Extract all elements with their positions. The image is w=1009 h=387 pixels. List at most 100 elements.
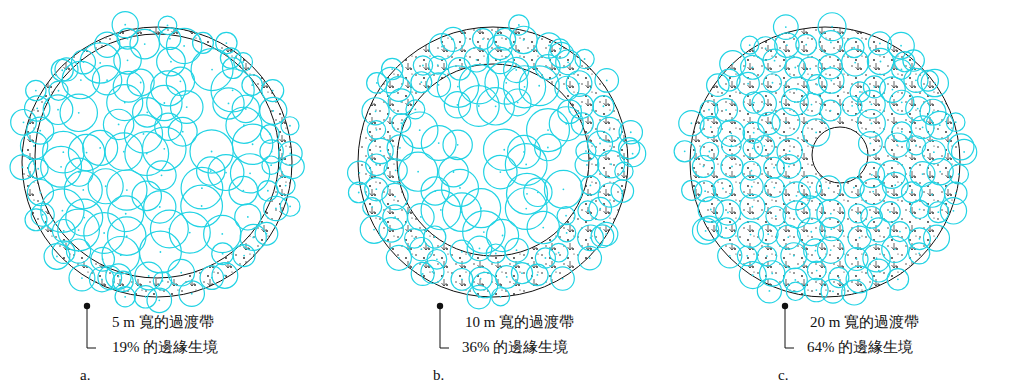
tree-trunk bbox=[830, 80, 832, 82]
tree-crown bbox=[619, 138, 640, 159]
tree-crown bbox=[31, 203, 54, 226]
tree-trunk bbox=[86, 152, 88, 154]
tree-trunk bbox=[832, 290, 834, 292]
tree-crown bbox=[597, 117, 622, 142]
tree-trunk bbox=[516, 249, 518, 251]
tree-trunk bbox=[183, 45, 185, 47]
tree-crown bbox=[692, 155, 714, 177]
tree-trunk bbox=[891, 174, 893, 176]
tree-trunk bbox=[118, 124, 120, 126]
tree-crown bbox=[859, 132, 883, 156]
tree-trunk bbox=[57, 109, 59, 111]
tree-crown bbox=[421, 190, 461, 230]
tree-crown bbox=[399, 152, 438, 191]
tree-crown bbox=[940, 198, 966, 224]
tree-trunk bbox=[78, 229, 80, 231]
tree-trunk bbox=[422, 273, 424, 275]
tree-crown bbox=[760, 261, 785, 286]
tree-trunk bbox=[878, 229, 880, 231]
tree-trunk bbox=[225, 42, 227, 44]
tree-trunk bbox=[225, 172, 227, 174]
tree-trunk bbox=[272, 110, 274, 112]
tree-trunk bbox=[939, 124, 941, 126]
tree-crown bbox=[477, 88, 514, 125]
tree-trunk bbox=[610, 163, 612, 165]
tree-trunk bbox=[609, 129, 611, 131]
tree-trunk bbox=[39, 130, 41, 132]
tree-crown bbox=[492, 288, 510, 306]
tree-trunk bbox=[786, 44, 788, 46]
tree-trunk bbox=[869, 143, 871, 145]
tree-trunk bbox=[461, 251, 463, 253]
tree-crown bbox=[11, 109, 37, 135]
tree-trunk bbox=[163, 148, 165, 150]
tree-crown bbox=[276, 176, 295, 195]
tree-crown bbox=[804, 239, 828, 263]
tree-crown bbox=[752, 91, 776, 115]
tree-trunk bbox=[371, 206, 373, 208]
tree-crown bbox=[487, 47, 513, 73]
tree-crown bbox=[571, 113, 593, 135]
tree-crown bbox=[242, 75, 262, 95]
tree-crown bbox=[549, 42, 574, 67]
tree-trunk bbox=[457, 86, 459, 88]
tree-crown bbox=[62, 61, 99, 98]
tree-trunk bbox=[159, 206, 161, 208]
tree-crown bbox=[535, 248, 555, 268]
tree-trunk bbox=[623, 170, 625, 172]
tree-trunk bbox=[919, 238, 921, 240]
tree-trunk bbox=[495, 105, 497, 107]
tree-crown bbox=[527, 264, 549, 286]
tree-crown bbox=[103, 109, 133, 139]
tree-crown bbox=[125, 132, 169, 176]
tree-crown bbox=[620, 141, 646, 167]
tree-trunk bbox=[33, 145, 35, 147]
leader-line bbox=[785, 306, 794, 348]
tree-trunk bbox=[753, 102, 755, 104]
tree-trunk bbox=[896, 144, 898, 146]
tree-crown bbox=[740, 194, 765, 219]
tree-crown bbox=[764, 157, 785, 178]
tree-crown bbox=[544, 170, 582, 208]
tree-trunk bbox=[42, 214, 44, 216]
tree-trunk bbox=[272, 90, 274, 92]
tree-trunk bbox=[479, 248, 481, 250]
tree-crown bbox=[885, 133, 909, 157]
tree-trunk bbox=[763, 103, 765, 105]
tree-trunk bbox=[796, 195, 798, 197]
tree-trunk bbox=[202, 42, 204, 44]
tree-trunk bbox=[548, 45, 550, 47]
tree-trunk bbox=[232, 89, 234, 91]
tree-crown bbox=[737, 72, 759, 94]
tree-trunk bbox=[816, 270, 818, 272]
tree-crown bbox=[842, 280, 867, 305]
interior-outline bbox=[35, 34, 279, 278]
tree-trunk bbox=[437, 64, 439, 66]
tree-trunk bbox=[830, 249, 832, 251]
tree-crown bbox=[132, 181, 161, 210]
tree-crown bbox=[147, 161, 176, 190]
tree-trunk bbox=[816, 84, 818, 86]
tree-trunk bbox=[809, 186, 811, 188]
tree-trunk bbox=[684, 150, 686, 152]
tree-crown bbox=[800, 93, 823, 116]
tree-trunk bbox=[478, 83, 480, 85]
tree-trunk bbox=[525, 164, 527, 166]
tree-crown bbox=[264, 196, 288, 220]
tree-trunk bbox=[289, 205, 291, 207]
tree-trunk bbox=[768, 290, 770, 292]
tree-trunk bbox=[853, 47, 855, 49]
tree-trunk bbox=[224, 275, 226, 277]
tree-trunk bbox=[251, 84, 253, 86]
tree-crown bbox=[411, 72, 432, 93]
tree-trunk bbox=[752, 147, 754, 149]
tree-trunk bbox=[785, 121, 787, 123]
tree-trunk bbox=[590, 185, 592, 187]
tree-trunk bbox=[632, 153, 634, 155]
tree-trunk bbox=[810, 231, 812, 233]
tree-crown bbox=[819, 68, 844, 93]
tree-crown bbox=[204, 215, 241, 252]
tree-crown bbox=[867, 48, 893, 74]
tree-trunk bbox=[391, 68, 393, 70]
tree-crown bbox=[909, 243, 930, 264]
